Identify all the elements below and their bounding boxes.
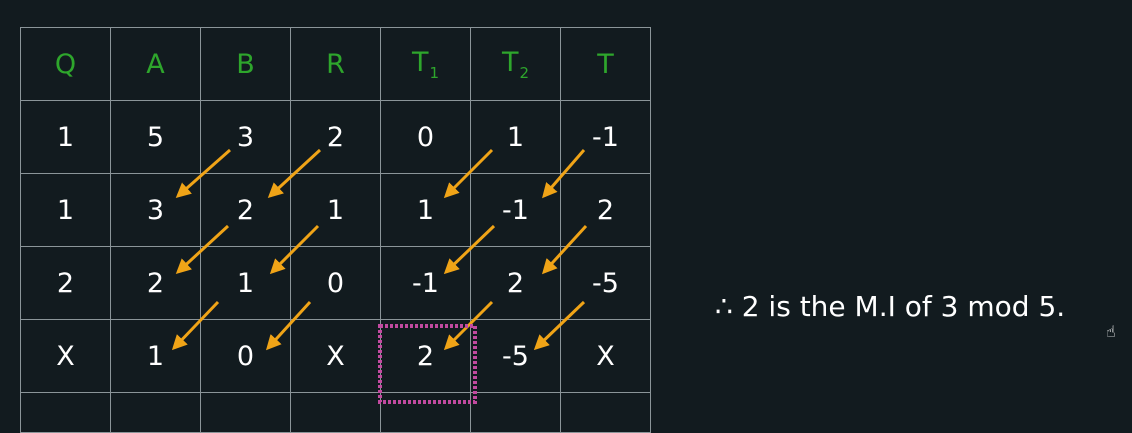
cell: 0 [380, 100, 471, 174]
cell: 2 [110, 246, 201, 320]
cell: 1 [20, 173, 111, 247]
cell: 2 [560, 173, 651, 247]
cell: 0 [290, 246, 381, 320]
header-t1: T1 [380, 27, 471, 101]
header-t: T [560, 27, 651, 101]
header-t2-subscript: 2 [519, 63, 530, 82]
cell [20, 392, 111, 433]
table-row: 1 5 3 2 0 1 -1 [20, 100, 651, 174]
cell: 1 [380, 173, 471, 247]
cell [200, 392, 291, 433]
table-row-empty [20, 392, 651, 433]
cell: 1 [200, 246, 291, 320]
cell: 2 [20, 246, 111, 320]
table-row: 1 3 2 1 1 -1 2 [20, 173, 651, 247]
cell: 2 [290, 100, 381, 174]
cell: -1 [560, 100, 651, 174]
conclusion-text: ∴ 2 is the M.I of 3 mod 5. [715, 290, 1066, 323]
table-row: 2 2 1 0 -1 2 -5 [20, 246, 651, 320]
hand-pointer-icon: ☝ [1106, 322, 1116, 341]
cell: 3 [110, 173, 201, 247]
cell: X [290, 319, 381, 393]
cell: 5 [110, 100, 201, 174]
cell [560, 392, 651, 433]
cell [110, 392, 201, 433]
cell: 3 [200, 100, 291, 174]
header-t2: T2 [470, 27, 561, 101]
table-row: X 1 0 X 2 -5 X [20, 319, 651, 393]
cell: -5 [560, 246, 651, 320]
cell: 1 [110, 319, 201, 393]
cell: -1 [380, 246, 471, 320]
cell: X [560, 319, 651, 393]
header-a: A [110, 27, 201, 101]
cell: -5 [470, 319, 561, 393]
cell: X [20, 319, 111, 393]
cell: -1 [470, 173, 561, 247]
cell [380, 392, 471, 433]
cell: 1 [20, 100, 111, 174]
cell [290, 392, 381, 433]
cell [470, 392, 561, 433]
header-r: R [290, 27, 381, 101]
cell-highlighted: 2 [380, 319, 471, 393]
header-t1-subscript: 1 [429, 63, 440, 82]
cell: 2 [470, 246, 561, 320]
cell: 1 [470, 100, 561, 174]
extended-euclid-table: Q A B R T1 T2 T 1 5 3 2 0 1 -1 1 3 2 1 1… [20, 27, 651, 433]
cell: 0 [200, 319, 291, 393]
cell: 1 [290, 173, 381, 247]
header-row: Q A B R T1 T2 T [20, 27, 651, 101]
cell: 2 [200, 173, 291, 247]
header-b: B [200, 27, 291, 101]
header-q: Q [20, 27, 111, 101]
